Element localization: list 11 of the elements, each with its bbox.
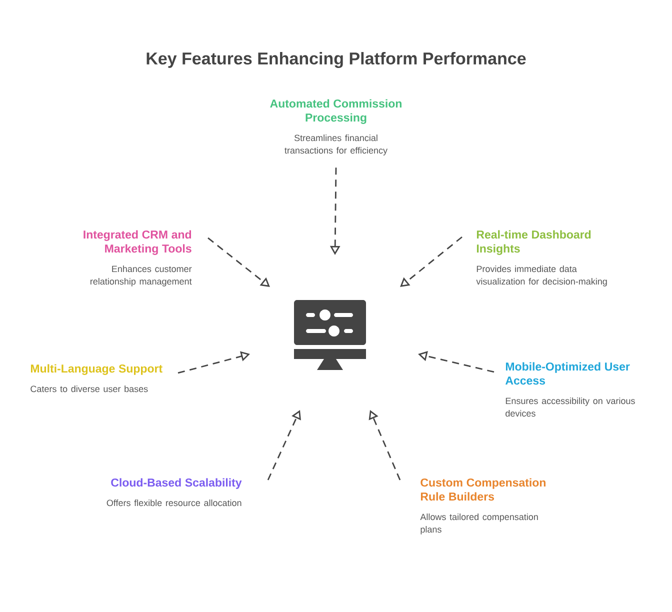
feature-label: Real-time Dashboard Insights Provides immediate data visualization for decision-making — [476, 230, 607, 286]
feature-label: Mobile-Optimized User Access Ensures accessibility on various devices — [505, 362, 635, 417]
feature-label: Automated Commission Processing Streamlines financial transactions for efficiency — [270, 99, 402, 156]
title: Key Features Enhancing Platform Performance — [146, 52, 526, 68]
arrow — [208, 237, 270, 287]
feature-label: Integrated CRM and Marketing Tools Enhances customer relationship management — [84, 230, 192, 286]
feature-label: Custom Compensation Rule Builders Allows tailored compensation plans — [420, 478, 546, 534]
monitor-icon — [294, 300, 366, 370]
feature-label: Cloud-Based Scalability Offers flexible resource allocation — [106, 478, 242, 506]
feature-label: Multi-Language Support Caters to diverse user bases — [30, 364, 162, 392]
arrow — [400, 236, 462, 287]
